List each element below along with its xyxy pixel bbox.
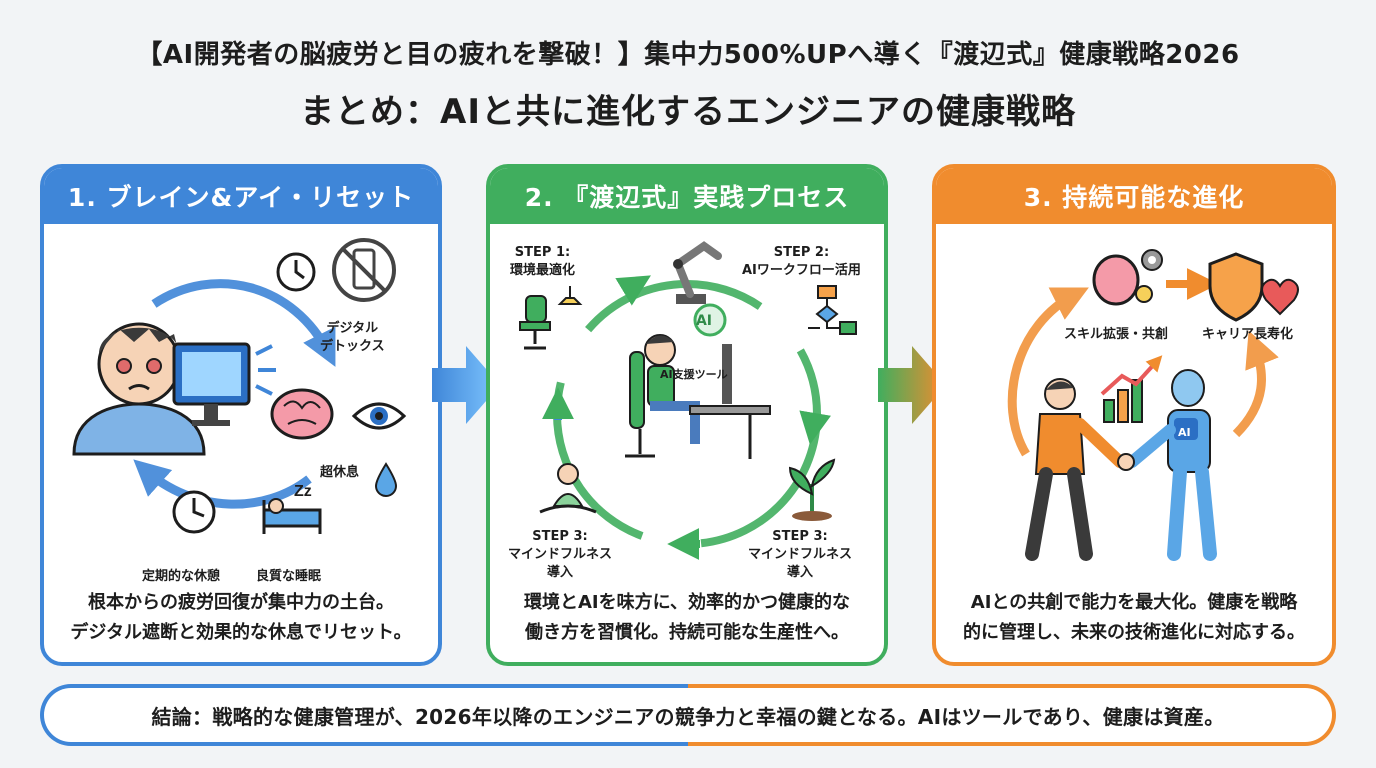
cycle-arrow-top (151, 279, 336, 367)
growth-arc-left (1007, 287, 1089, 457)
label-skill-expansion: スキル拡張・共創 (1064, 327, 1169, 342)
monitor-icon (172, 342, 276, 426)
panel1-heading: 1. ブレイン&アイ・リセット (44, 168, 438, 224)
panel3-illustration (1007, 249, 1299, 561)
label-good-sleep: 良質な睡眠 (256, 569, 322, 584)
ergonomic-chair-icon (519, 286, 583, 350)
panel2-illustration (519, 241, 857, 560)
panel1-illustration: Zz (72, 238, 407, 534)
no-phone-icon (332, 238, 396, 302)
panel3-heading: 3. 持続可能な進化 (936, 168, 1332, 224)
main-title: 【AI開発者の脳疲労と目の疲れを撃破！】集中力500%UPへ導く『渡辺式』健康戦… (136, 40, 1240, 70)
connector-arrow-2 (878, 346, 946, 424)
label-step3-left: STEP 3: マインドフルネス 導入 (508, 529, 613, 580)
sprout-icon (788, 458, 836, 521)
robot-chest-label: AI (1178, 426, 1191, 439)
label-regular-break: 定期的な休憩 (142, 569, 221, 584)
growth-arc-right (1232, 330, 1279, 438)
meditation-icon (539, 463, 597, 514)
ai-robot-icon (1117, 369, 1217, 561)
label-step3-right: STEP 3: マインドフルネス 導入 (748, 529, 853, 580)
shield-heart-icon (1208, 252, 1299, 322)
panel2-heading: 2. 『渡辺式』実践プロセス (490, 168, 884, 224)
eye-icon (351, 402, 407, 430)
label-digital-detox: デジタル デトックス (320, 321, 385, 354)
engineer-at-desk-icon (625, 303, 771, 459)
panel1-caption: 根本からの疲労回復が集中力の土台。 デジタル遮断と効果的な休息でリセット。 (70, 592, 412, 643)
water-drop-icon (374, 462, 398, 497)
break-clock-icon (172, 490, 216, 534)
ai-badge: AI (695, 313, 713, 329)
brain-gear-icon (1092, 249, 1163, 306)
cycle-arrow-bottom (133, 459, 312, 509)
conclusion-bar: 結論：戦略的な健康管理が、2026年以降のエンジニアの競争力と幸福の鍵となる。A… (40, 684, 1336, 746)
panel3-caption: AIとの共創で能力を最大化。健康を戦略 的に管理し、未来の技術進化に対応する。 (963, 592, 1305, 643)
label-career-longevity: キャリア長寿化 (1202, 327, 1294, 342)
svg-text:Zz: Zz (294, 483, 312, 500)
panel-watanabe-process: 2. 『渡辺式』実践プロセス (486, 164, 888, 666)
summary-subtitle: まとめ：AIと共に進化するエンジニアの健康戦略 (300, 92, 1076, 132)
bed-icon: Zz (262, 483, 322, 534)
human-engineer-icon (1025, 378, 1126, 561)
panel-sustainable-evolution: 3. 持続可能な進化 (932, 164, 1336, 666)
connector-arrow-1 (432, 346, 500, 424)
panel-brain-eye-reset: 1. ブレイン&アイ・リセット (40, 164, 442, 666)
brain-icon (270, 388, 334, 440)
panel2-caption: 環境とAIを味方に、効率的かつ健康的な 働き方を習慣化。持続可能な生産性へ。 (523, 592, 851, 643)
label-ai-tool: AI支援ツール (660, 368, 728, 381)
label-super-rest: 超休息 (320, 465, 360, 480)
conclusion-text: 結論：戦略的な健康管理が、2026年以降のエンジニアの競争力と幸福の鍵となる。A… (44, 688, 1332, 742)
clock-icon (276, 252, 316, 292)
tired-engineer-icon (72, 322, 206, 456)
label-step2: STEP 2: AIワークフロー活用 (742, 245, 861, 278)
robot-arm-icon (673, 241, 722, 304)
workflow-diagram-icon (808, 285, 857, 335)
growth-chart-icon (1100, 355, 1163, 423)
label-step1: STEP 1: 環境最適化 (510, 245, 576, 278)
